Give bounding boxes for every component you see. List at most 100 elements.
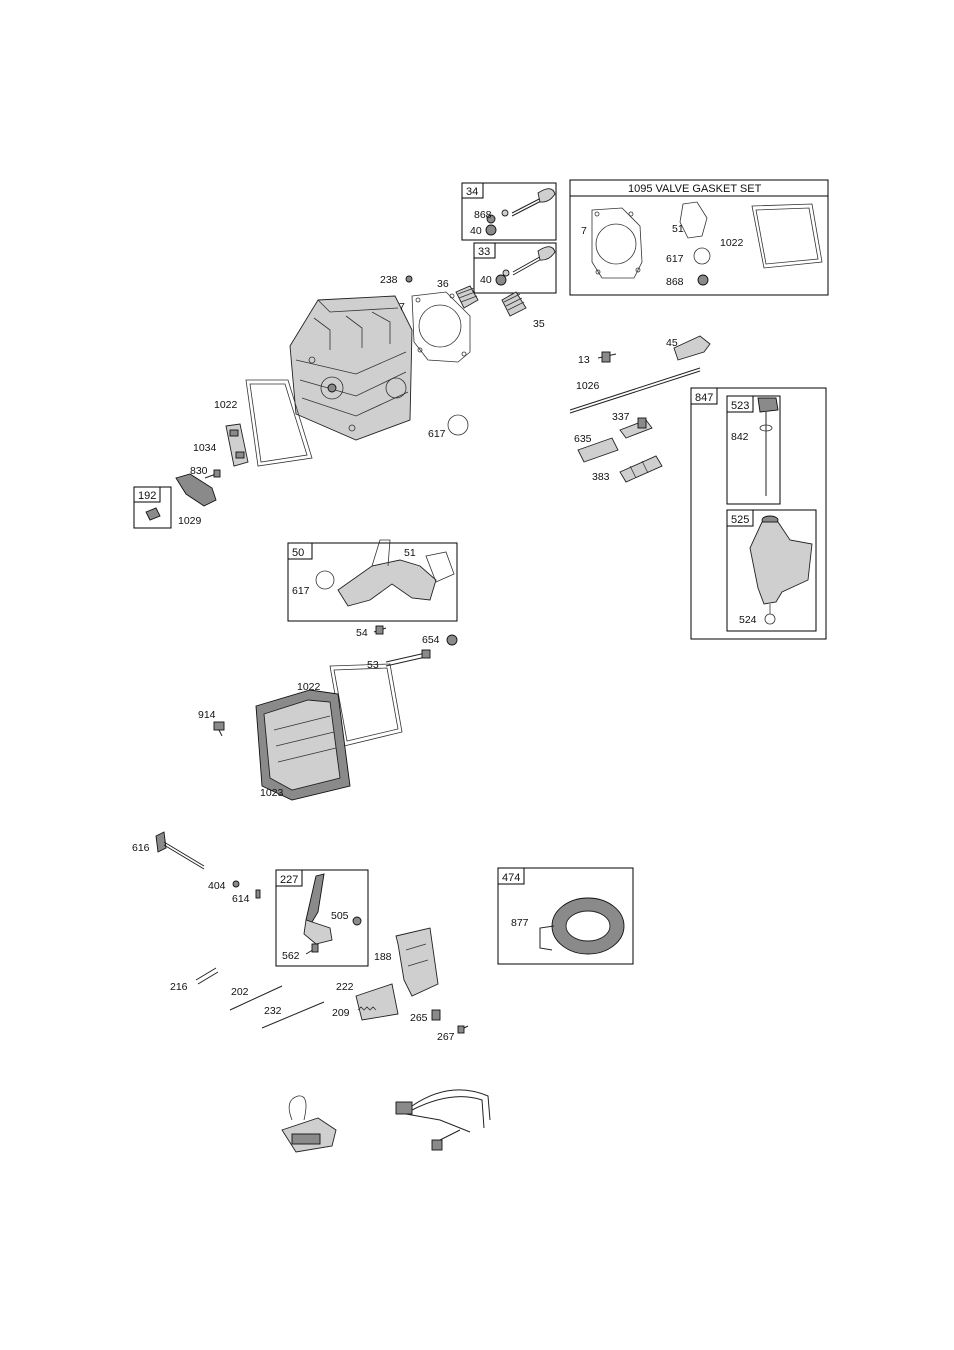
group-847-box: 847 523 842 525 524 xyxy=(691,388,826,639)
group-33-label: 33 xyxy=(478,246,490,258)
ignition-armature-part xyxy=(282,1096,336,1152)
governor-shaft-part xyxy=(156,832,204,869)
group-474-box: 474 877 xyxy=(498,868,633,964)
label-188: 188 xyxy=(374,951,392,963)
clip-part xyxy=(432,1010,440,1020)
label-383: 383 xyxy=(592,471,610,483)
wiring-harness-part xyxy=(396,1090,490,1150)
group-474-label: 474 xyxy=(502,872,520,884)
group-34-label: 34 xyxy=(466,186,478,198)
group-33-box: 33 40 xyxy=(474,243,556,293)
label-45: 45 xyxy=(666,337,678,349)
o-ring-part xyxy=(694,248,710,264)
group-50-box: 50 617 51 xyxy=(288,540,457,621)
valve-spring-part xyxy=(502,292,526,316)
spring-part xyxy=(196,968,218,984)
label-635: 635 xyxy=(574,433,592,445)
label-505: 505 xyxy=(331,910,349,922)
label-842: 842 xyxy=(731,431,749,443)
cylinder-head-assembly xyxy=(290,296,412,440)
valve-gasket-set-title: 1095 VALVE GASKET SET xyxy=(628,183,762,195)
label-1026: 1026 xyxy=(576,380,600,392)
label-51: 51 xyxy=(404,547,416,559)
seal-part xyxy=(496,275,506,285)
label-13: 13 xyxy=(578,354,590,366)
label-617: 617 xyxy=(666,253,684,265)
shield-part xyxy=(176,474,216,506)
label-222: 222 xyxy=(336,981,354,993)
group-227-label: 227 xyxy=(280,874,298,886)
label-337: 337 xyxy=(612,411,630,423)
rocker-stud-part xyxy=(598,352,616,362)
label-209: 209 xyxy=(332,1007,350,1019)
o-ring-part xyxy=(765,614,775,624)
o-ring-part xyxy=(316,571,334,589)
screw-part xyxy=(214,722,224,736)
washer-part xyxy=(233,881,239,887)
label-54: 54 xyxy=(356,627,368,639)
rocker-arm-part xyxy=(674,336,710,360)
label-7: 7 xyxy=(581,225,587,237)
breather-cover-part xyxy=(226,424,248,466)
label-868: 868 xyxy=(666,276,684,288)
valve-gasket-set-box: 1095 VALVE GASKET SET 7 51 617 1022 868 xyxy=(570,180,828,295)
screw-part xyxy=(306,944,318,954)
label-216: 216 xyxy=(170,981,188,993)
nut-part xyxy=(447,635,457,645)
label-202: 202 xyxy=(231,986,249,998)
label-868: 868 xyxy=(474,209,492,221)
choke-link-part xyxy=(356,984,398,1020)
o-ring-part xyxy=(448,415,468,435)
label-35: 35 xyxy=(533,318,545,330)
label-524: 524 xyxy=(739,614,757,626)
label-40: 40 xyxy=(480,274,492,286)
group-192-box: 192 xyxy=(134,487,171,528)
label-232: 232 xyxy=(264,1005,282,1017)
group-34-box: 34 868 40 xyxy=(462,183,556,240)
seal-part xyxy=(698,275,708,285)
group-192-label: 192 xyxy=(138,490,156,502)
governor-lever-part xyxy=(304,874,332,944)
stud-part xyxy=(386,650,430,666)
label-265: 265 xyxy=(410,1012,428,1024)
nut-part xyxy=(353,917,361,925)
label-40: 40 xyxy=(470,225,482,237)
label-1023: 1023 xyxy=(260,787,284,799)
label-1022: 1022 xyxy=(214,399,238,411)
group-227-box: 227 505 562 xyxy=(276,870,368,966)
pin-part xyxy=(256,890,260,898)
dipstick-part xyxy=(758,398,778,496)
label-914: 914 xyxy=(198,709,216,721)
label-51: 51 xyxy=(672,223,684,235)
label-1029: 1029 xyxy=(178,515,202,527)
label-616: 616 xyxy=(132,842,150,854)
alternator-part xyxy=(540,898,624,954)
breather-part xyxy=(406,276,412,282)
group-847-label: 847 xyxy=(695,392,713,404)
valve-spring-part xyxy=(456,286,478,308)
group-525-label: 525 xyxy=(731,514,749,526)
label-36: 36 xyxy=(437,278,449,290)
intake-gasket-part xyxy=(680,202,707,238)
label-617: 617 xyxy=(292,585,310,597)
label-617: 617 xyxy=(428,428,446,440)
label-238: 238 xyxy=(380,274,398,286)
group-523-label: 523 xyxy=(731,400,749,412)
screw-part xyxy=(374,626,386,634)
group-50-label: 50 xyxy=(292,547,304,559)
seal-part xyxy=(486,225,496,235)
screw-part xyxy=(458,1026,468,1033)
label-7: 7 xyxy=(399,301,405,313)
valve-part xyxy=(503,247,555,276)
fitting-part xyxy=(146,508,160,520)
label-1034: 1034 xyxy=(193,442,217,454)
cover-gasket-part xyxy=(752,204,822,268)
label-614: 614 xyxy=(232,893,250,905)
dipstick-tube-part xyxy=(750,516,812,614)
intake-manifold-part xyxy=(338,540,436,606)
label-404: 404 xyxy=(208,880,226,892)
label-1022: 1022 xyxy=(720,237,744,249)
label-654: 654 xyxy=(422,634,440,646)
label-562: 562 xyxy=(282,950,300,962)
